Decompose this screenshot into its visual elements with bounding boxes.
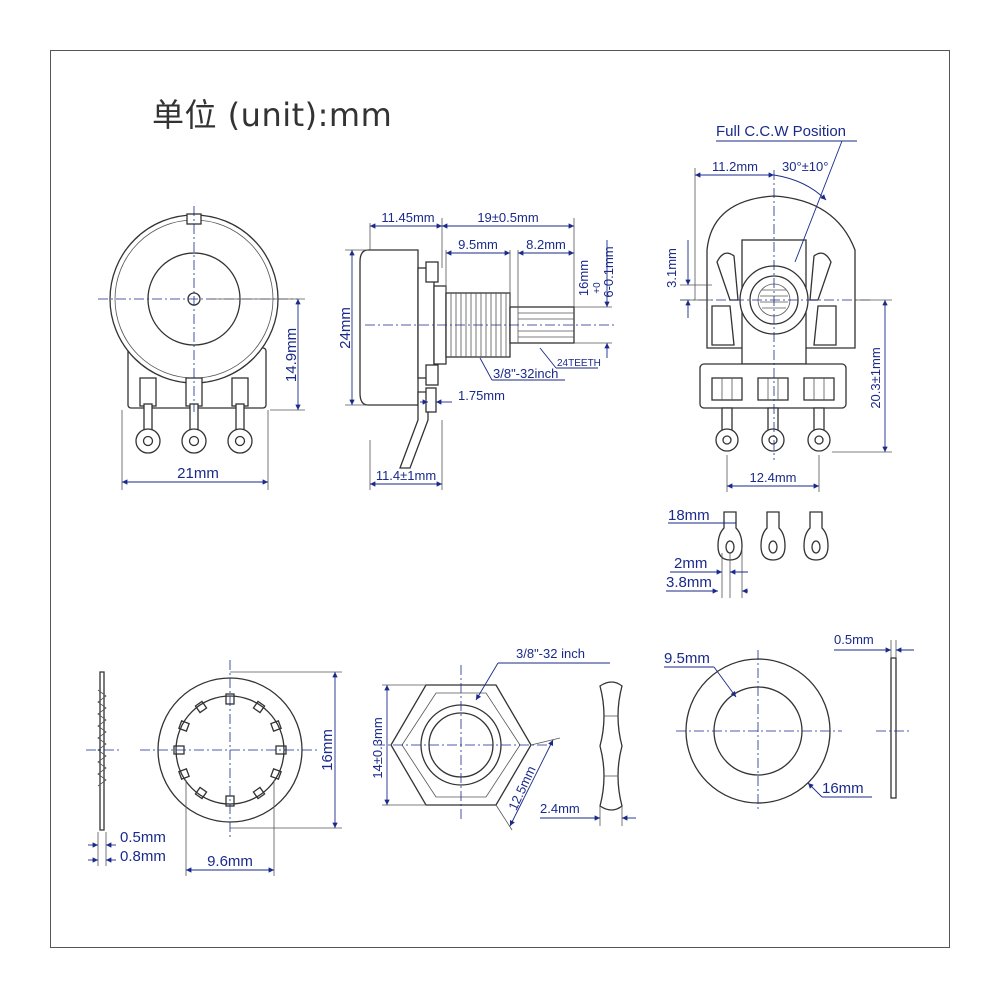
- thread-label: 3/8"-32inch: [493, 366, 558, 381]
- spline-diameter-label: 16mm: [576, 260, 591, 296]
- shaft-length-label: 19±0.5mm: [477, 210, 538, 225]
- rear-angle-label: 30°±10°: [782, 159, 828, 174]
- bushing-length-label: 9.5mm: [458, 237, 498, 252]
- side-view: 11.45mm 19±0.5mm 9.5mm 8.2mm 24mm 16mm +…: [337, 210, 616, 490]
- front-view: 14.9mm 21mm: [98, 206, 305, 490]
- nut-flats-label: 14±0.3mm: [370, 717, 385, 778]
- nut-thickness-label: 2.4mm: [540, 801, 580, 816]
- hex-nut: 3/8"-32 inch 14±0.3mm 12.5mm 2.4mm: [370, 646, 636, 831]
- flat-washer-thickness-label: 0.5mm: [834, 632, 874, 647]
- nut-thread-label: 3/8"-32 inch: [516, 646, 585, 661]
- front-width-label: 21mm: [177, 465, 219, 482]
- lock-washer-outer-label: 16mm: [319, 729, 336, 771]
- lock-washer: 16mm 9.6mm 0.5mm 0.8mm: [86, 660, 342, 876]
- shaft-tolerance-label: +0: [592, 282, 603, 294]
- body-diameter-label: 24mm: [337, 307, 354, 349]
- terminal-hole-label: 2mm: [674, 555, 707, 572]
- lock-washer-inner-label: 9.6mm: [207, 853, 253, 870]
- drawing-frame: [50, 50, 950, 948]
- terminal-length-label: 18mm: [668, 507, 710, 524]
- rear-terminals: [711, 377, 835, 452]
- bracket-thickness-label: 1.75mm: [458, 388, 505, 403]
- flat-washer-inner-label: 9.5mm: [664, 650, 710, 667]
- rear-pitch-label: 12.4mm: [750, 470, 797, 485]
- terminal-width-label: 3.8mm: [666, 574, 712, 591]
- flat-washer: 9.5mm 16mm 0.5mm: [664, 632, 914, 812]
- ccw-position-label: Full C.C.W Position: [716, 123, 846, 140]
- terminal-offset-label: 11.4±1mm: [376, 468, 436, 483]
- teeth-label: 24TEETH: [557, 358, 601, 369]
- front-terminals: [135, 377, 253, 454]
- rear-view: Full C.C.W Position 11.2mm 30°±10° 3.1mm…: [664, 123, 892, 492]
- body-depth-label: 11.45mm: [381, 210, 434, 225]
- flat-washer-outer-label: 16mm: [822, 780, 864, 797]
- unit-title: 单位 (unit):mm: [152, 96, 393, 134]
- terminal-detail: 18mm 2mm 3.8mm: [666, 507, 829, 598]
- rear-height-label: 20.3±1mm: [868, 347, 883, 408]
- shaft-diameter-label: 6-0.1mm: [601, 246, 616, 297]
- rear-offset-label: 11.2mm: [712, 159, 758, 174]
- lock-washer-thickness-a-label: 0.5mm: [120, 829, 166, 846]
- lock-washer-thickness-b-label: 0.8mm: [120, 848, 166, 865]
- front-height-label: 14.9mm: [283, 328, 300, 382]
- spline-length-label: 8.2mm: [526, 237, 566, 252]
- rear-tab-label: 3.1mm: [664, 248, 679, 288]
